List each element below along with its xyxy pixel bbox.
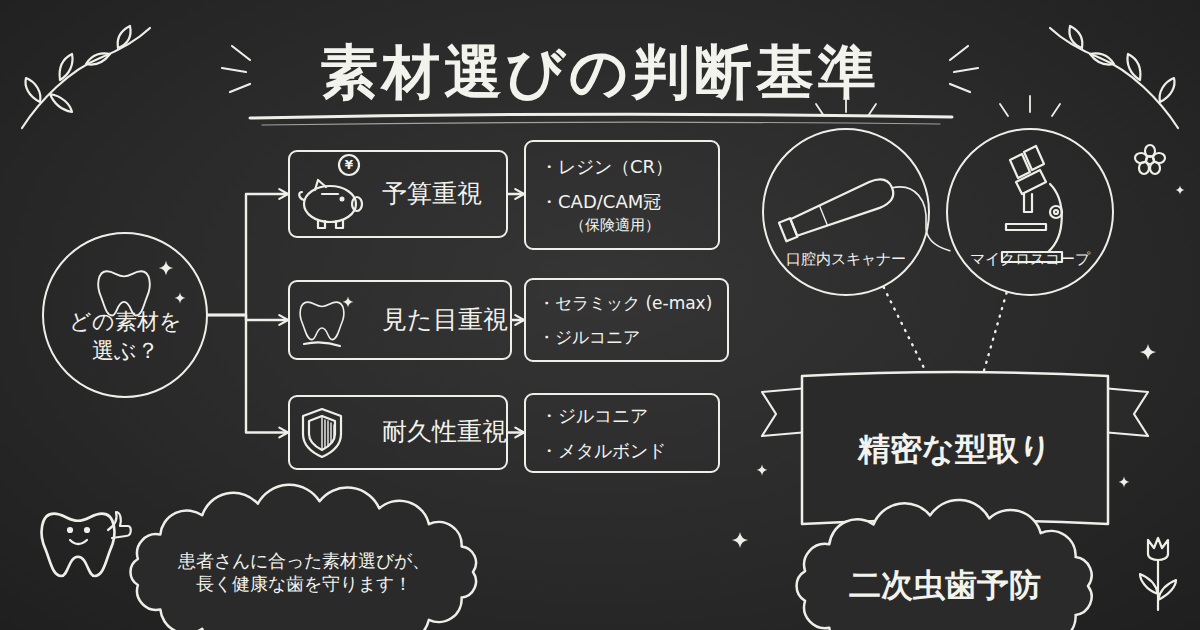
title: 素材選びの判断基準	[0, 34, 1200, 112]
criterion-box: 予算重視	[288, 150, 508, 238]
node-text: 口腔内スキャナー	[786, 250, 906, 270]
node-text: ・セラミック (e-max)	[538, 292, 712, 314]
node-text: 見た目重視	[382, 304, 508, 337]
scanner-icon	[777, 96, 949, 306]
dotted-connector	[884, 287, 927, 374]
cloud-box: 二次虫歯予防	[795, 508, 1095, 630]
speech-cloud: 患者さんに合った素材選びが、 長く健康な歯を守ります！	[128, 494, 480, 630]
shield-icon	[303, 409, 341, 457]
mascot-tooth	[42, 512, 131, 576]
node-text: どの素材を 選ぶ？	[64, 308, 186, 365]
arrow-connector	[208, 194, 288, 315]
node-text: ・CAD/CAM冠	[540, 190, 661, 213]
node-text: 二次虫歯予防	[849, 565, 1041, 607]
device-circle: 口腔内スキャナー	[762, 128, 930, 296]
node-text: 精密な型取り	[858, 429, 1052, 471]
material-list-box: ・セラミック (e-max) ・ジルコニア	[524, 278, 729, 362]
question-circle: どの素材を 選ぶ？	[42, 232, 208, 398]
material-list-box: ・ジルコニア・メタルボンド	[524, 393, 720, 473]
currency-symbol: ¥	[345, 158, 353, 172]
tooth-icon	[98, 271, 150, 315]
arrow-connector	[508, 431, 524, 433]
node-text: ・レジン（CR）	[540, 155, 673, 178]
device-circle: マイクロスコープ	[946, 128, 1114, 296]
flower	[1135, 145, 1165, 174]
criterion-box: 耐久性重視	[288, 395, 508, 470]
arrow-connector	[512, 319, 524, 321]
shiny-tooth-icon	[300, 302, 344, 346]
criterion-box: 見た目重視	[288, 280, 512, 360]
node-text: 予算重視	[382, 178, 482, 211]
arrow-connector	[508, 193, 524, 195]
material-list-box: ・レジン（CR） ・CAD/CAM冠 （保険適用）	[524, 140, 720, 250]
microscope-icon	[1000, 96, 1062, 262]
piggy-bank-icon	[299, 155, 362, 228]
arrow-connector	[208, 315, 288, 433]
node-text: マイクロスコープ	[970, 250, 1090, 270]
node-text: （保険適用）	[570, 216, 660, 236]
node-text: 耐久性重視	[382, 416, 507, 449]
node-text: ・メタルボンド	[540, 439, 666, 462]
tulip	[1140, 538, 1176, 610]
node-text: 患者さんに合った素材選びが、 長く健康な歯を守ります！	[173, 549, 435, 596]
dotted-connector	[983, 293, 1007, 374]
node-text: ・ジルコニア	[538, 326, 640, 348]
node-text: ・ジルコニア	[540, 404, 648, 427]
